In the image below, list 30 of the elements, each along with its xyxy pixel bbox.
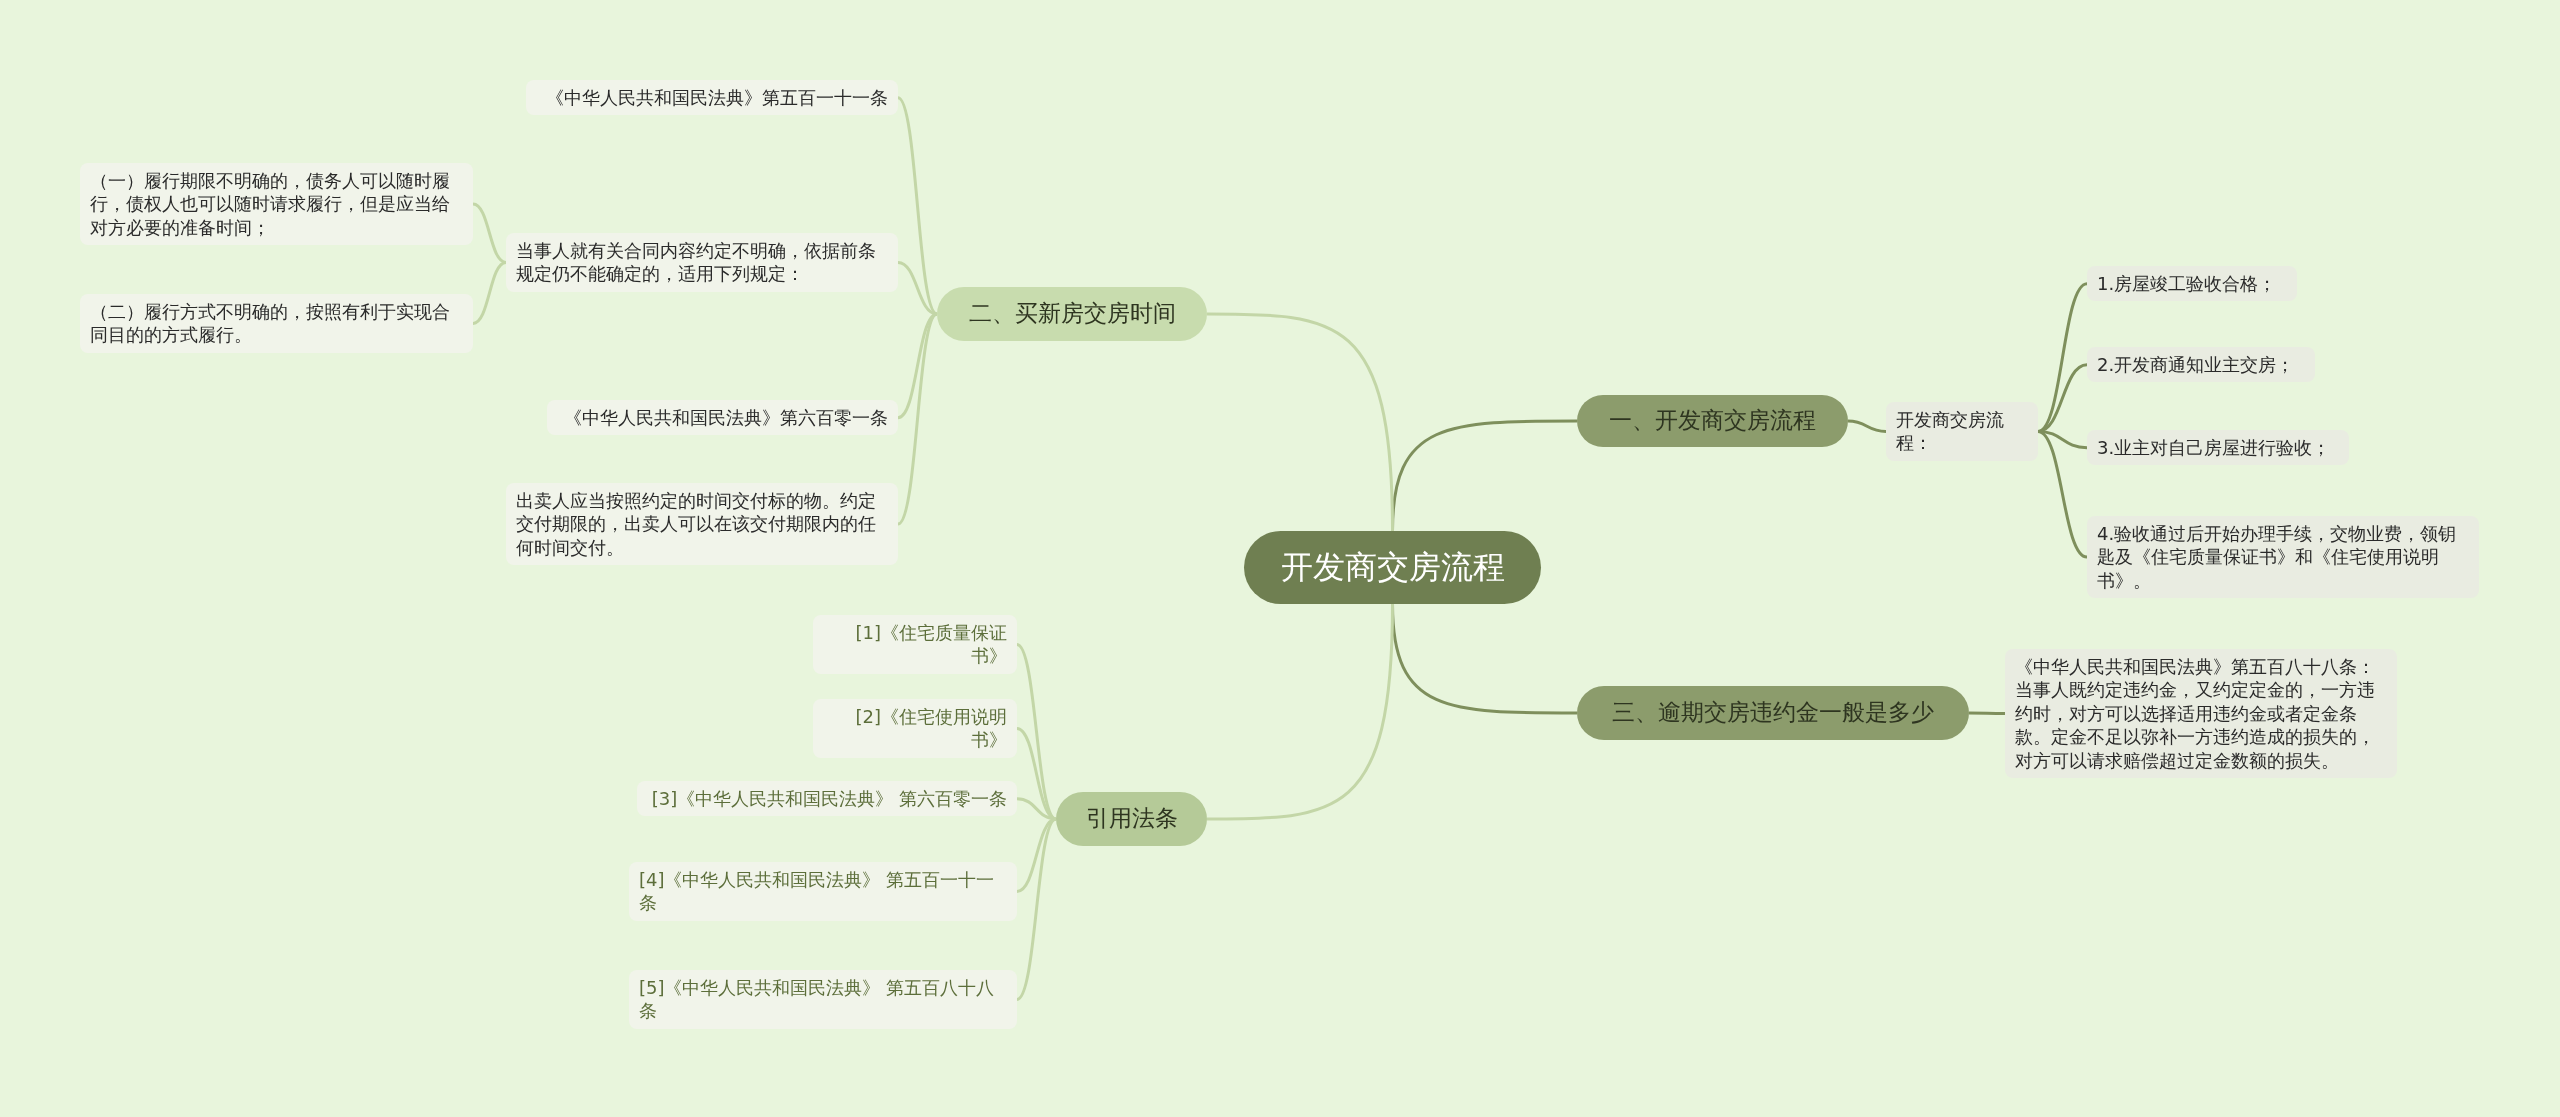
central-topic: 开发商交房流程 [1244, 531, 1541, 604]
topic-pill: 三、逾期交房违约金一般是多少 [1577, 686, 1969, 740]
note-box: （二）履行方式不明确的，按照有利于实现合同目的的方式履行。 [80, 294, 473, 353]
connector-line [1969, 711, 2005, 715]
note-box: [2]《住宅使用说明书》 [813, 699, 1017, 758]
connector-line [2037, 363, 2088, 433]
note-box: 开发商交房流程： [1886, 402, 2038, 461]
topic-pill: 一、开发商交房流程 [1577, 395, 1848, 447]
note-box: 《中华人民共和国民法典》第五百一十一条 [526, 80, 898, 116]
connector-line [1207, 603, 1394, 821]
connector-line [472, 260, 507, 325]
note-box: [5]《中华人民共和国民法典》 第五百八十八条 [629, 970, 1017, 1029]
note-box: [4]《中华人民共和国民法典》 第五百一十一条 [629, 862, 1017, 921]
note-box: （一）履行期限不明确的，债务人可以随时履行，债权人也可以随时请求履行，但是应当给对方必要的准备时间； [80, 163, 473, 246]
connector-line [1847, 419, 1887, 433]
note-box: 1.房屋竣工验收合格； [2087, 266, 2297, 302]
note-box: 《中华人民共和国民法典》第六百零一条 [547, 400, 898, 436]
note-box: 4.验收通过后开始办理手续，交物业费，领钥匙及《住宅质量保证书》和《住宅使用说明书》。 [2087, 516, 2479, 599]
connector-line [1207, 312, 1394, 532]
connector-line [472, 202, 507, 264]
topic-pill: 引用法条 [1056, 792, 1207, 846]
note-box: 出卖人应当按照约定的时间交付标的物。约定交付期限的，出卖人可以在该交付期限内的任何时间交付。 [506, 483, 898, 566]
note-box: 3.业主对自己房屋进行验收； [2087, 430, 2349, 466]
topic-pill: 二、买新房交房时间 [937, 287, 1207, 341]
connector-line [2037, 430, 2088, 559]
note-box: 《中华人民共和国民法典》第五百八十八条：当事人既约定违约金，又约定定金的，一方违约时，对方可以选择适用违约金或者定金条款。定金不足以弥补一方违约造成的损失的，对方可以请求赔偿超过定金数额的损失。 [2005, 649, 2397, 778]
note-box: [1]《住宅质量保证书》 [813, 615, 1017, 674]
note-box: [3]《中华人民共和国民法典》 第六百零一条 [637, 781, 1017, 817]
note-box: 当事人就有关合同内容约定不明确，依据前条规定仍不能确定的，适用下列规定： [506, 233, 898, 292]
note-box: 2.开发商通知业主交房； [2087, 347, 2315, 383]
